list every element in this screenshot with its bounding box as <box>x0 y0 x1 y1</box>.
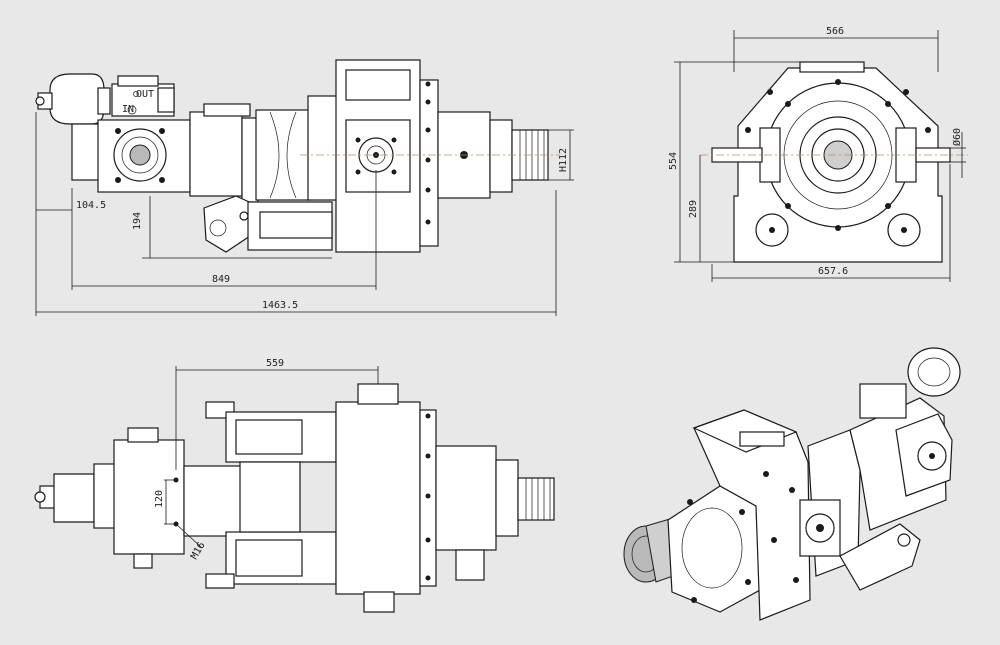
dim-289: 289 <box>688 200 699 218</box>
in-label: IN <box>122 104 134 115</box>
dim-849: 849 <box>212 274 230 285</box>
dim-120: 120 <box>154 490 165 508</box>
dim-657: 657.6 <box>818 266 848 277</box>
out-label: OUT <box>136 89 154 100</box>
m16-label: M16 <box>189 540 208 561</box>
end-view: 566 554 289 657.6 Ø60 <box>668 26 968 282</box>
dim-554: 554 <box>668 152 679 170</box>
dim-h112: H112 <box>558 148 569 172</box>
dim-559: 559 <box>266 358 284 369</box>
side-view: 559 120 M16 <box>34 358 555 613</box>
dim-60: Ø60 <box>951 128 963 146</box>
dim-194: 194 <box>132 212 143 230</box>
dim-566: 566 <box>826 26 844 37</box>
isometric-view <box>623 347 961 621</box>
dim-104: 104.5 <box>76 200 106 211</box>
top-view: OUT IN <box>35 59 574 316</box>
dim-1463: 1463.5 <box>262 300 298 311</box>
